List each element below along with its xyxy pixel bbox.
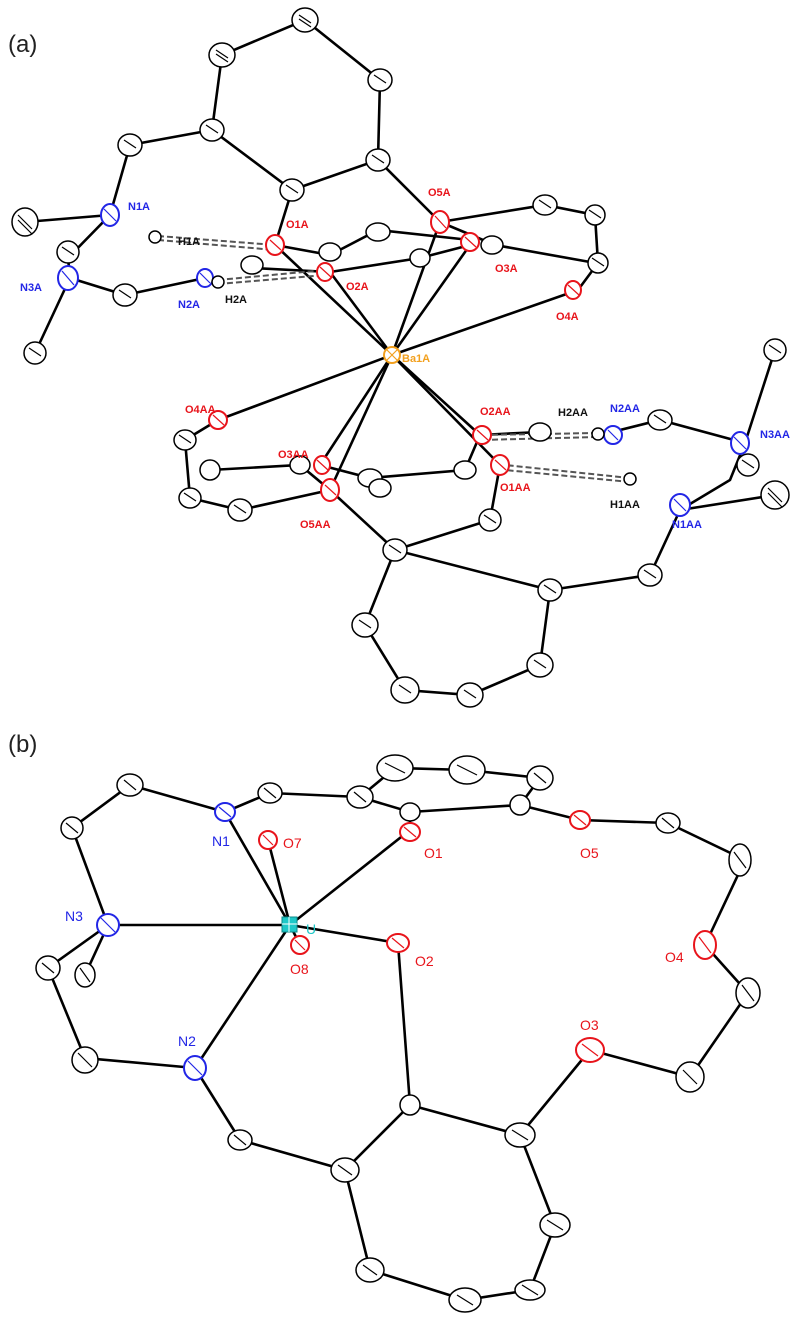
label-O3: O3 [580,1017,599,1033]
panel-a-hydrogen-atoms [148,230,637,486]
panel-b: (b) [8,731,761,1313]
label-N3AA: N3AA [760,429,790,441]
label-N1: N1 [212,833,230,849]
label-O3AA: O3AA [278,449,309,461]
label-O4AA: O4AA [185,404,216,416]
panel-a-barium-atom [383,346,401,364]
panel-b-nitrogen-hatch [100,806,232,1076]
panel-a: (a) [8,7,790,708]
label-O2AA: O2AA [480,406,511,418]
panel-b-carbon-atoms [35,754,761,1313]
label-O7: O7 [283,835,302,851]
label-N1AA: N1AA [672,519,702,531]
panel-b-uranium-atom [281,916,298,933]
label-O1: O1 [424,845,443,861]
panel-a-label: (a) [8,31,37,58]
label-O4A: O4A [556,311,579,323]
label-N3: N3 [65,908,83,924]
label-O1AA: O1AA [500,482,531,494]
label-N3A: N3A [20,282,42,294]
label-N2: N2 [178,1033,196,1049]
panel-b-bonds [46,766,750,1302]
label-O5: O5 [580,845,599,861]
label-N2AA: N2AA [610,403,640,415]
panel-a-ellipsoid-octants [17,14,783,699]
panel-b-atom-labels: N1 O7 O1 O5 N3 U O4 O8 O2 N2 O3 [65,833,684,1049]
label-O2A: O2A [346,281,369,293]
label-U: U [306,921,316,937]
label-O2: O2 [415,953,434,969]
label-Ba1A: Ba1A [402,353,430,365]
label-H2AA: H2AA [558,407,588,419]
label-H2A: H2A [225,294,247,306]
panel-b-oxygen-atoms [258,810,717,1063]
panel-a-oxygen-hatch [212,215,580,496]
label-O5A: O5A [428,187,451,199]
panel-b-oxygen-hatch [262,814,712,1057]
label-O8: O8 [290,961,309,977]
label-O1A: O1A [286,219,309,231]
label-H1AA: H1AA [610,499,640,511]
label-N2A: N2A [178,299,200,311]
label-H1A: H1A [178,236,200,248]
panel-a-atom-labels: N1A H1A O1A O5A O3A N3A N2A H2A O2A O4A … [20,187,790,531]
panel-b-ellipsoid-octants [41,762,755,1306]
label-O3A: O3A [495,263,518,275]
label-O5AA: O5AA [300,519,331,531]
label-N1A: N1A [128,201,150,213]
label-O4: O4 [665,949,684,965]
panel-b-label: (b) [8,731,37,758]
panel-a-nitrogen-hatch [61,208,747,512]
